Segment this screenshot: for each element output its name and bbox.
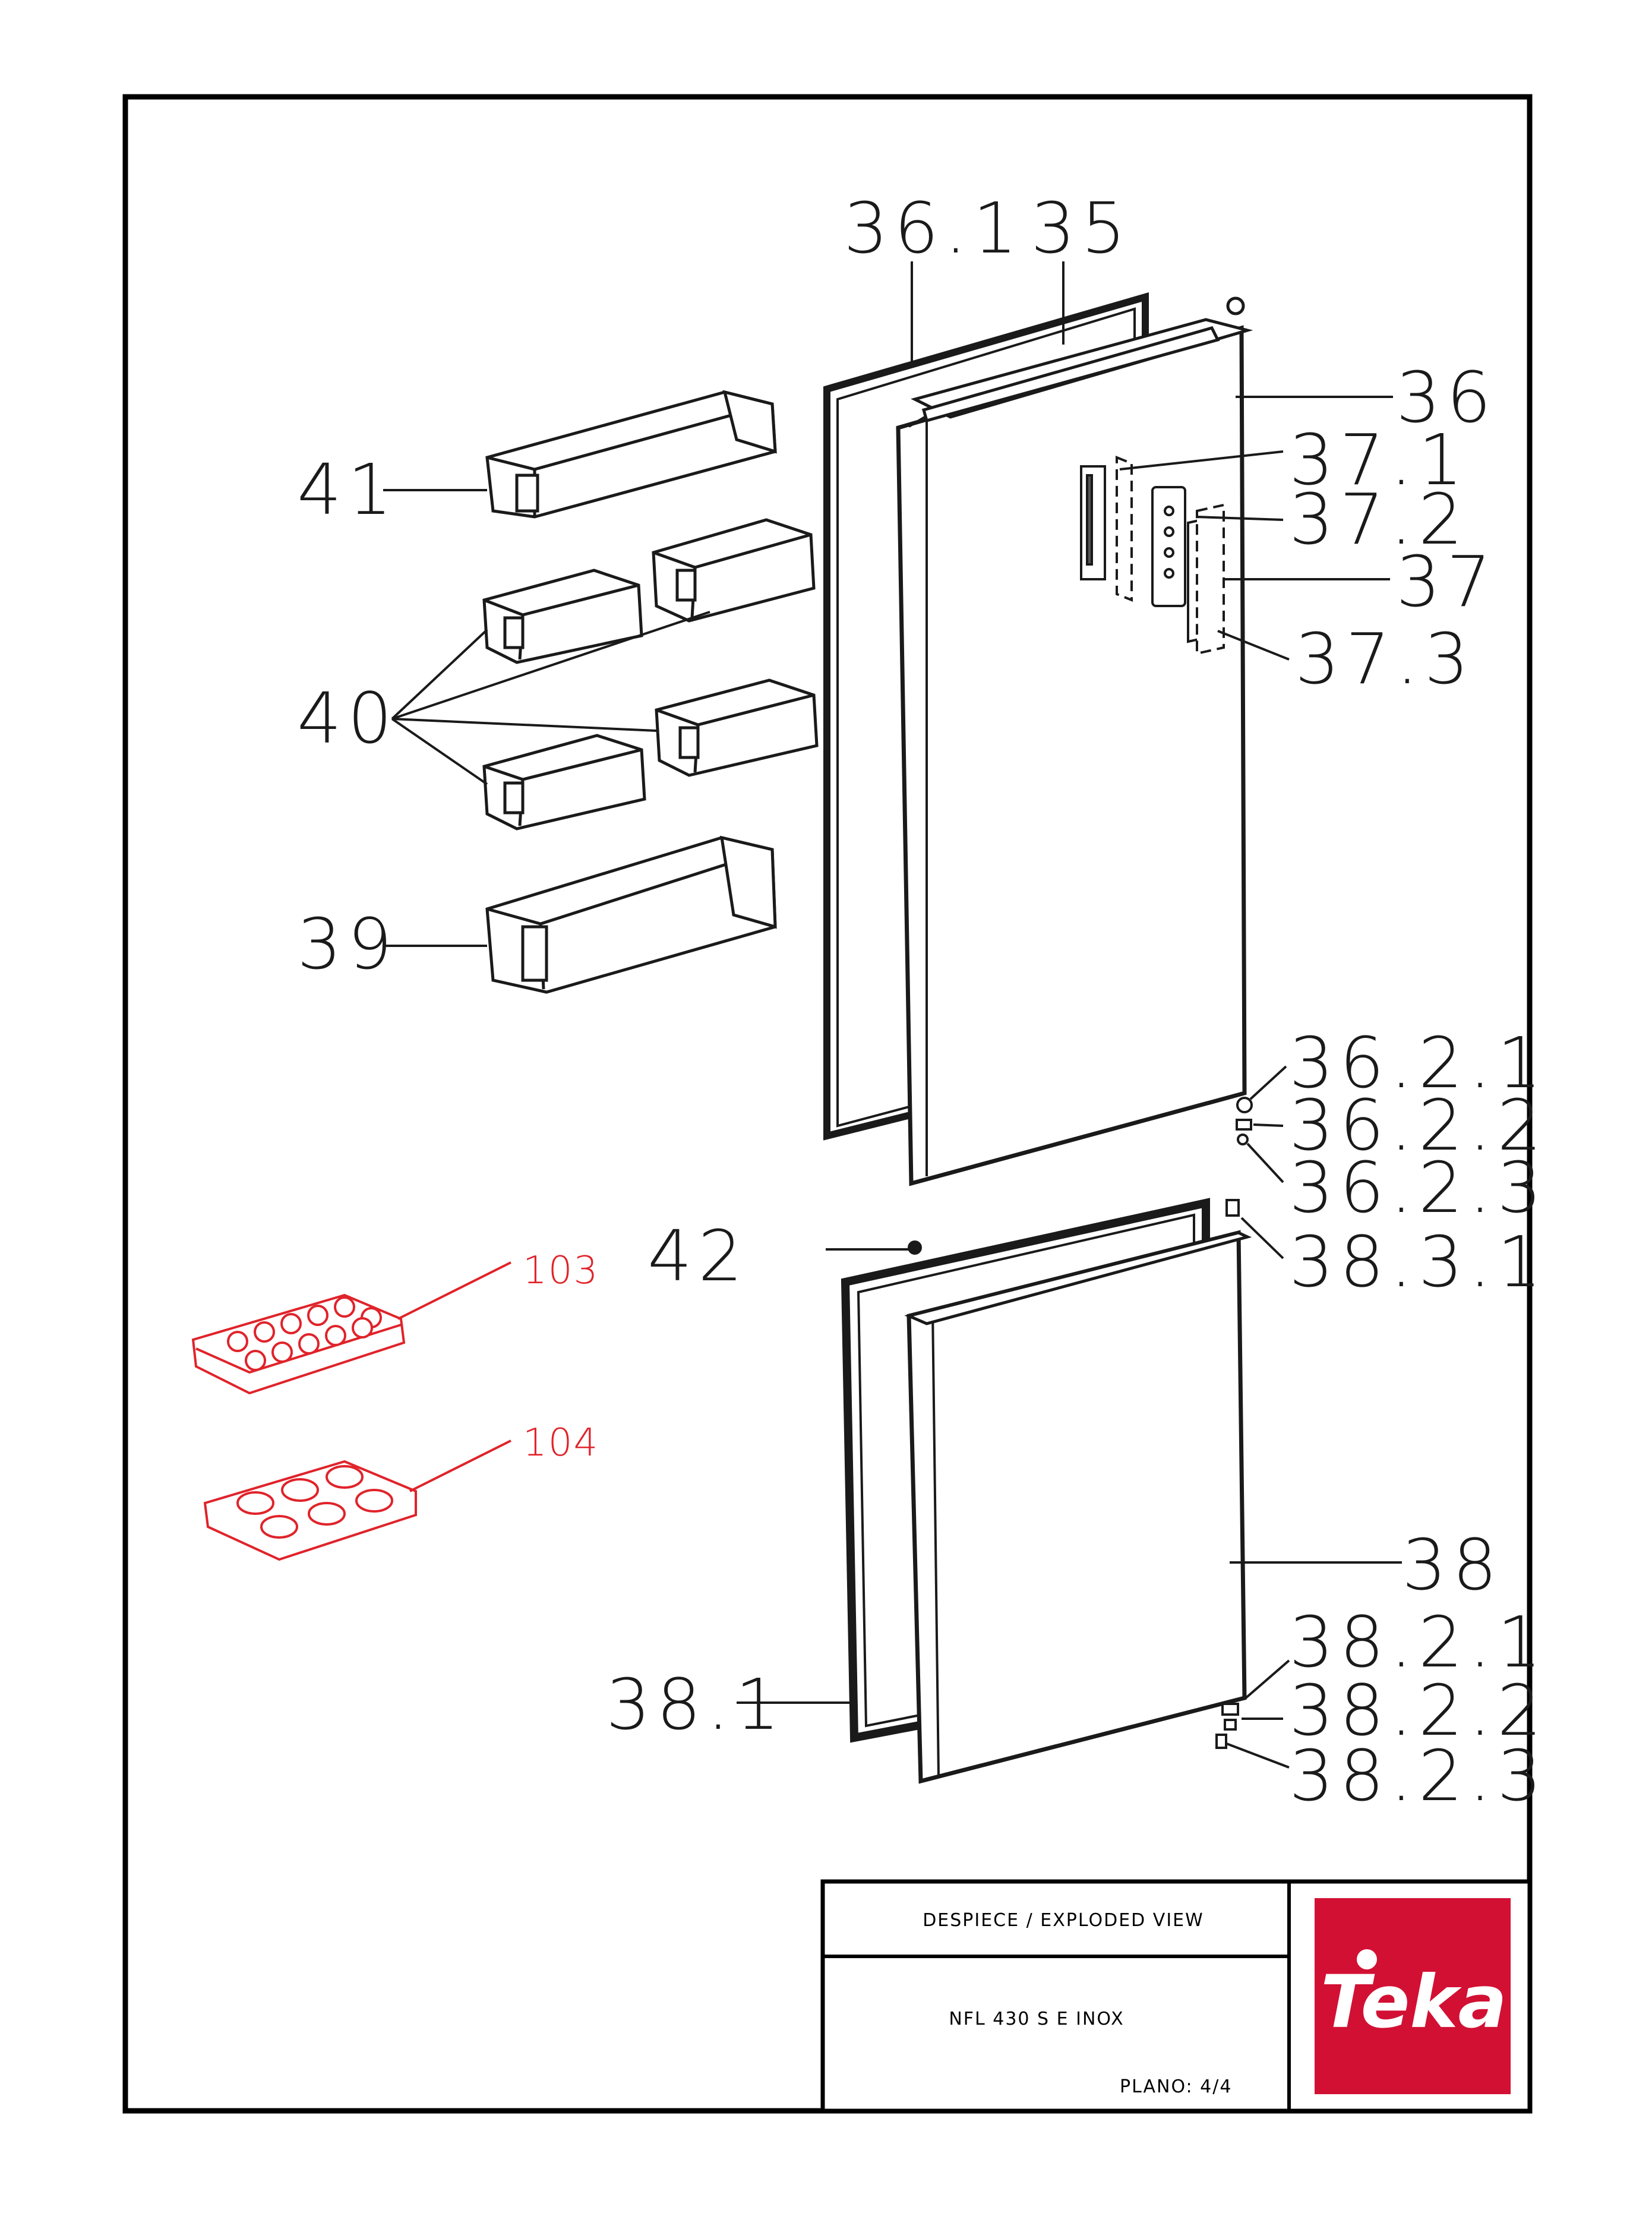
callout-42: 42	[647, 1215, 748, 1297]
bottle-shelf-39	[485, 835, 777, 994]
callout-35: 35	[1031, 187, 1132, 269]
upper-door-panel	[896, 325, 1247, 1186]
title-block-model: NFL 430 S E INOX	[949, 2009, 1124, 2029]
door-bin-40b	[482, 569, 643, 664]
teka-logo-text: Teka	[1321, 1960, 1507, 2044]
callout-36-1: 36.1	[844, 187, 1024, 269]
title-block-sheet: PLANO: 4/4	[1120, 2076, 1232, 2097]
display-panel-parts	[1080, 456, 1225, 655]
leader-lines-red	[397, 1261, 511, 1492]
callout-38-2-3: 38.2.3	[1289, 1735, 1547, 1817]
leader-lines	[383, 261, 1402, 1769]
lower-hinge-parts	[908, 1199, 1240, 1749]
callout-36-2-3: 36.2.3	[1289, 1147, 1547, 1229]
callout-38-1: 38.1	[606, 1663, 786, 1745]
callout-38-2-1: 38.2.1	[1289, 1601, 1547, 1683]
egg-tray-104	[203, 1460, 417, 1561]
door-bin-40c	[655, 678, 819, 777]
callout-37-2: 37.2	[1289, 478, 1469, 560]
callout-38-2-2: 38.2.2	[1289, 1669, 1547, 1751]
door-bin-40d	[482, 734, 646, 831]
callout-36: 36	[1396, 356, 1497, 438]
callout-103: 103	[523, 1249, 599, 1293]
callout-38-3-1: 38.3.1	[1289, 1221, 1547, 1303]
upper-door-top-trim	[911, 296, 1253, 423]
door-bin-40a	[652, 518, 816, 623]
callout-39: 39	[297, 903, 398, 985]
callout-37: 37	[1396, 541, 1497, 623]
callout-38: 38	[1402, 1524, 1503, 1606]
callout-36-2-2: 36.2.2	[1289, 1084, 1547, 1166]
upper-hinge-parts	[1236, 1097, 1253, 1145]
callout-37-1: 37.1	[1289, 419, 1469, 501]
callout-41: 41	[297, 449, 398, 531]
callout-37-3: 37.3	[1295, 618, 1475, 700]
teka-logo: Teka	[1315, 1898, 1511, 2094]
bottle-shelf-41	[485, 390, 777, 519]
lower-door-panel	[904, 1230, 1252, 1784]
callout-104: 104	[523, 1421, 599, 1465]
ice-tray-103	[191, 1293, 406, 1395]
title-block-title: DESPIECE / EXPLODED VIEW	[923, 1910, 1204, 1931]
callout-40: 40	[297, 677, 398, 759]
callout-36-2-1: 36.2.1	[1289, 1022, 1547, 1104]
